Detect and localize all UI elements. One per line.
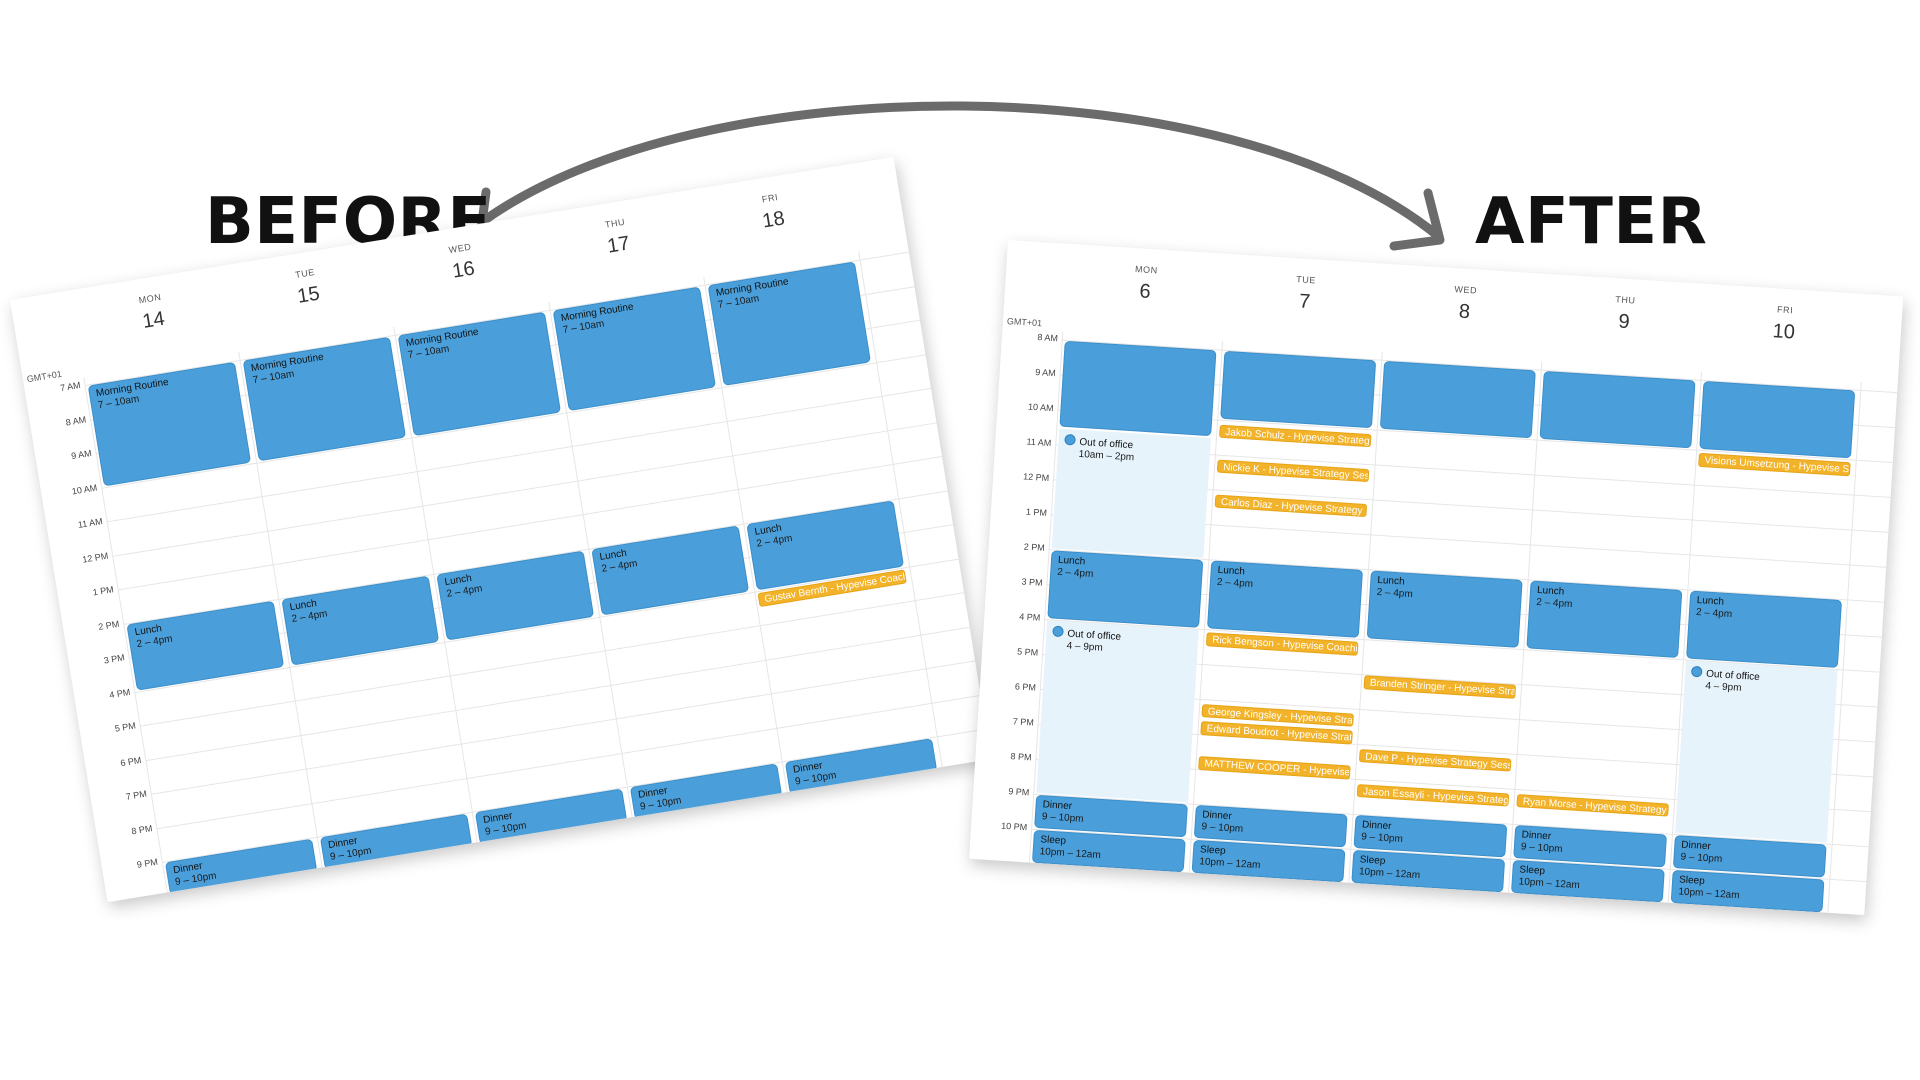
hour-label: 8 AM bbox=[64, 413, 87, 428]
event-time: 4 – 9pm bbox=[1705, 680, 1742, 694]
hour-label: 12 PM bbox=[81, 550, 109, 565]
hour-label: 1 PM bbox=[1025, 506, 1048, 518]
event-time: 4 – 9pm bbox=[1066, 640, 1104, 654]
hour-label: 8 PM bbox=[1010, 751, 1032, 763]
out-of-office-icon bbox=[1690, 665, 1703, 678]
hour-label: 2 PM bbox=[97, 618, 120, 632]
hour-label: 2 PM bbox=[1023, 541, 1046, 553]
hour-label: 8 PM bbox=[130, 822, 153, 836]
day-number: 9 bbox=[1617, 310, 1631, 334]
hour-label: 1 PM bbox=[92, 584, 115, 598]
hour-label: 3 PM bbox=[103, 652, 126, 666]
hour-label: 6 PM bbox=[119, 754, 142, 768]
event-title: Jason Essayli - Hypevise Strategy bbox=[1362, 785, 1510, 807]
booked-session-event[interactable]: MATTHEW COOPER - Hypevise Strategy bbox=[1198, 756, 1351, 780]
time-grid: 8 AM 9 AM 10 AM 11 AM 12 PM 1 PM 2 PM 3 PM 4 PM 5… bbox=[969, 328, 1898, 915]
out-of-office-icon bbox=[1064, 433, 1076, 446]
hour-label: 9 PM bbox=[136, 856, 159, 870]
event-title: Nickie K - Hypevise Strategy Session bbox=[1222, 461, 1370, 483]
calendar-event[interactable] bbox=[1379, 360, 1536, 439]
hour-label: 5 PM bbox=[114, 720, 137, 734]
day-number: 7 bbox=[1298, 290, 1311, 314]
hour-label: 4 PM bbox=[108, 686, 131, 700]
event-title: Branden Stringer - Hypevise Strategy bbox=[1369, 677, 1517, 699]
hour-label: 7 PM bbox=[125, 788, 148, 802]
event-title: MATTHEW COOPER - Hypevise Strategy bbox=[1204, 758, 1351, 779]
hour-label: 4 PM bbox=[1019, 611, 1041, 623]
event-title: Dave P - Hypevise Strategy Session bbox=[1364, 750, 1512, 772]
hour-label: 8 AM bbox=[1037, 332, 1059, 344]
hour-label: 10 AM bbox=[1027, 401, 1054, 414]
hour-label: 10 AM bbox=[71, 482, 98, 497]
calendar-event[interactable] bbox=[1059, 340, 1217, 436]
event-title: Jakob Schulz - Hypevise Strategy bbox=[1225, 426, 1372, 447]
day-number: 8 bbox=[1458, 300, 1471, 324]
hour-label: 11 AM bbox=[1026, 436, 1052, 449]
hour-label: 5 PM bbox=[1016, 646, 1039, 658]
event-title: Carlos Diaz - Hypevise Strategy Session bbox=[1220, 496, 1368, 518]
hour-label: 9 PM bbox=[1008, 786, 1030, 798]
after-label: AFTER bbox=[1475, 185, 1708, 259]
day-number: 10 bbox=[1771, 320, 1796, 344]
calendar-event[interactable] bbox=[1539, 370, 1696, 449]
hour-label: 7 PM bbox=[1012, 716, 1035, 728]
event-title: Ryan Morse - Hypevise Strategy Session bbox=[1522, 795, 1669, 817]
hour-label: 10 PM bbox=[1000, 820, 1028, 833]
out-of-office-icon bbox=[1052, 625, 1064, 638]
event-time: 10am – 2pm bbox=[1078, 448, 1135, 463]
event-title: Edward Boudrot - Hypevise Strategy bbox=[1206, 723, 1353, 745]
day-number: 6 bbox=[1138, 280, 1152, 304]
hour-label: 12 PM bbox=[1022, 471, 1050, 484]
timezone-label: GMT+01 bbox=[1006, 316, 1043, 329]
hour-label: 9 AM bbox=[1034, 366, 1057, 379]
hour-label: 9 AM bbox=[70, 448, 93, 462]
hour-label: 6 PM bbox=[1014, 681, 1037, 693]
hour-label: 11 AM bbox=[77, 516, 104, 530]
calendar-event[interactable] bbox=[1220, 350, 1377, 429]
calendar-event[interactable] bbox=[1699, 380, 1856, 459]
hour-label: 3 PM bbox=[1021, 576, 1043, 588]
